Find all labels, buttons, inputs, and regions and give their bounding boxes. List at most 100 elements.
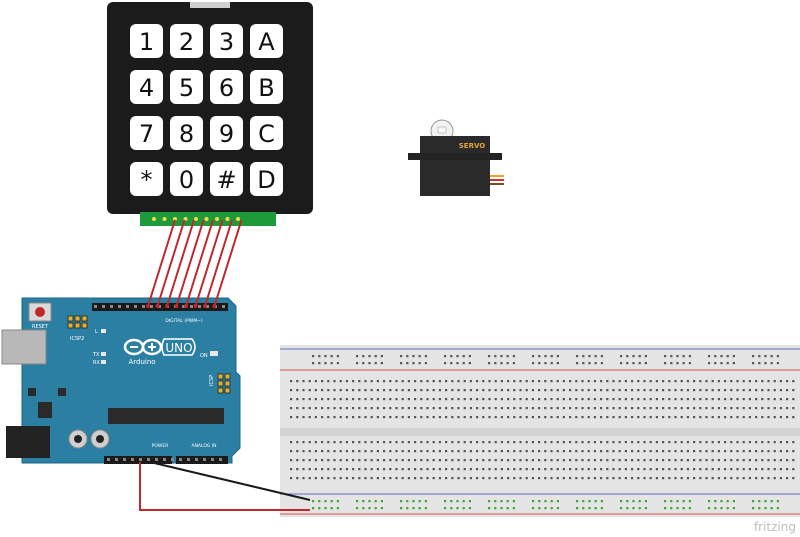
header-pin <box>211 458 214 461</box>
keypad-key: D <box>250 162 283 196</box>
keypad-key-label: B <box>258 74 274 102</box>
keypad-key: 3 <box>210 24 243 58</box>
servo-body <box>420 136 490 196</box>
servo: SERVO <box>408 119 504 196</box>
breadboard <box>280 345 800 517</box>
arduino-pcb <box>21 297 241 464</box>
header-pin <box>206 305 209 308</box>
icsp-header <box>217 373 231 394</box>
keypad-wire <box>156 219 186 307</box>
keypad-wire <box>147 219 176 307</box>
keypad-key: C <box>250 116 283 150</box>
keypad-key: 4 <box>130 70 163 104</box>
icsp2-label: ICSP2 <box>70 336 84 342</box>
keypad-key-label: A <box>258 28 275 56</box>
keypad-key-label: 8 <box>179 120 194 148</box>
keypad-key-label: 2 <box>179 28 194 56</box>
icsp-label: ICSP <box>209 375 215 386</box>
keypad-key-label: * <box>141 166 153 194</box>
header-pin <box>150 305 153 308</box>
header-pin <box>219 458 222 461</box>
keypad-wire <box>204 219 233 307</box>
power-label: POWER <box>152 443 169 449</box>
arduino-logo: UNO Arduino <box>123 338 196 366</box>
keypad-key-label: 3 <box>219 28 234 56</box>
keypad-key-label: 4 <box>139 74 154 102</box>
servo-label: SERVO <box>459 142 486 150</box>
header-pin <box>187 458 190 461</box>
keypad-key: 9 <box>210 116 243 150</box>
digital-label: DIGITAL (PWM~) <box>165 318 203 324</box>
l-label: L <box>95 329 98 335</box>
header-pin <box>134 305 137 308</box>
header-pin <box>203 458 206 461</box>
arduino-board: RESET ICSP2 DIGITAL (PWM~) UNO Arduino T… <box>1 297 241 464</box>
keypad-key: 6 <box>210 70 243 104</box>
power-jack <box>6 426 50 458</box>
keypad-wires <box>146 219 243 308</box>
connector-pin <box>204 217 209 221</box>
header-pin <box>94 305 97 308</box>
tx-label: TX <box>92 352 100 358</box>
header-pin <box>222 305 225 308</box>
keypad-key-label: 0 <box>179 166 194 194</box>
analog-header <box>176 456 228 464</box>
keypad-key: 2 <box>170 24 203 58</box>
regulator <box>38 402 52 418</box>
keypad-top-tab <box>190 2 230 8</box>
lower-header-pins <box>107 458 222 461</box>
header-pin <box>123 458 126 461</box>
header-pin <box>171 458 174 461</box>
header-pin <box>139 458 142 461</box>
icsp2-header <box>67 315 88 329</box>
connector-pin <box>215 217 219 221</box>
keypad-wire <box>194 219 224 307</box>
header-pin <box>147 458 150 461</box>
keypad-key: 8 <box>170 116 203 150</box>
header-pin <box>158 305 161 308</box>
power-wires <box>139 461 311 511</box>
header-pin <box>110 305 113 308</box>
gnd-wire <box>149 461 311 501</box>
keypad-key: 0 <box>170 162 203 196</box>
keypad-key: * <box>130 162 163 196</box>
keypad-key: A <box>250 24 283 58</box>
connector-pin <box>236 217 240 221</box>
reset-label: RESET <box>32 324 49 330</box>
header-pin <box>107 458 110 461</box>
keypad-key-label: 1 <box>139 28 154 56</box>
on-label: ON <box>200 353 208 359</box>
keypad-key-label: 6 <box>219 74 234 102</box>
keypad-key: 7 <box>130 116 163 150</box>
header-pin <box>155 458 158 461</box>
connector-pin <box>152 217 156 221</box>
keypad-wire <box>175 219 205 307</box>
fritzing-watermark: fritzing <box>754 520 796 534</box>
keypad-wire <box>213 219 243 307</box>
keypad-key-label: 5 <box>179 74 194 102</box>
5v-wire <box>139 462 310 511</box>
keypad-key: 1 <box>130 24 163 58</box>
brand-label: Arduino <box>128 358 155 366</box>
analog-label: ANALOG IN <box>191 443 216 449</box>
header-pin <box>195 458 198 461</box>
keypad-key-label: 7 <box>139 120 154 148</box>
connector-pin <box>194 217 198 221</box>
keypad-key-label: D <box>257 166 275 194</box>
breadboard-holes <box>290 355 795 510</box>
header-pin <box>190 305 193 308</box>
keypad-key-label: 9 <box>219 120 234 148</box>
keypad-key: B <box>250 70 283 104</box>
header-pin <box>126 305 129 308</box>
usb-port <box>1 329 47 365</box>
header-pin <box>179 458 182 461</box>
header-pin <box>118 305 121 308</box>
header-pin <box>131 458 134 461</box>
keypad-key-label: C <box>258 120 275 148</box>
board-name: UNO <box>165 341 192 355</box>
keypad-key-label: # <box>216 166 236 194</box>
header-pin <box>198 305 201 308</box>
microcontroller-chip <box>108 408 224 424</box>
